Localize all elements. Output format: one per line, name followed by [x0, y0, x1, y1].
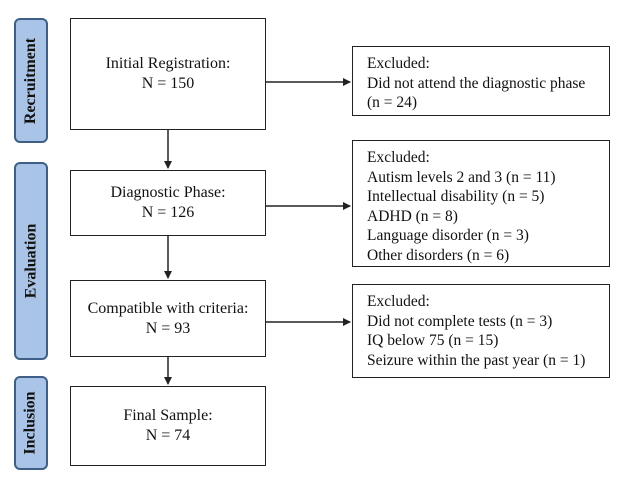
step-count: N = 93 — [145, 319, 191, 337]
exclusion-line: Did not complete tests (n = 3) — [367, 312, 553, 330]
step-label: Diagnostic Phase: — [110, 184, 226, 201]
exclusion-line: Autism levels 2 and 3 (n = 11) — [367, 168, 556, 186]
phase-label-recruitment-text: Recruitment — [22, 37, 39, 124]
exclusion-line: (n = 24) — [367, 94, 418, 111]
exclusion-line: Other disorders (n = 6) — [367, 246, 510, 264]
step-count: N = 150 — [141, 75, 195, 92]
phase-label-inclusion-text: Inclusion — [22, 391, 40, 455]
phase-label-evaluation-text: Evaluation — [22, 223, 39, 299]
phase-label-evaluation: Evaluation — [14, 162, 48, 360]
step-box-final-sample: Final Sample: N = 74 — [70, 386, 266, 466]
exclusion-box-criteria: Excluded: Did not complete tests (n = 3)… — [352, 284, 610, 378]
phase-label-inclusion: Inclusion — [14, 376, 48, 470]
exclusion-heading: Excluded: — [367, 55, 430, 72]
step-box-diagnostic-phase: Diagnostic Phase: N = 126 — [70, 170, 266, 236]
step-box-compatible-criteria: Compatible with criteria: N = 93 — [70, 280, 266, 357]
step-label: Initial Registration: — [105, 55, 231, 72]
exclusion-line: Did not attend the diagnostic phase — [367, 74, 586, 92]
exclusion-heading: Excluded: — [367, 149, 430, 166]
exclusion-box-diagnostic: Excluded: Autism levels 2 and 3 (n = 11)… — [352, 140, 610, 267]
exclusion-box-recruitment: Excluded: Did not attend the diagnostic … — [352, 46, 610, 116]
step-label: Compatible with criteria: — [87, 299, 249, 317]
exclusion-line: ADHD (n = 8) — [367, 207, 458, 225]
exclusion-heading: Excluded: — [367, 293, 430, 310]
exclusion-line: Language disorder (n = 3) — [367, 227, 529, 244]
step-label: Final Sample: — [123, 407, 213, 424]
step-count: N = 126 — [141, 204, 195, 221]
step-count: N = 74 — [145, 427, 191, 444]
phase-label-recruitment: Recruitment — [14, 18, 48, 143]
step-box-initial-registration: Initial Registration: N = 150 — [70, 18, 266, 130]
exclusion-line: IQ below 75 (n = 15) — [367, 332, 499, 349]
exclusion-line: Seizure within the past year (n = 1) — [367, 351, 586, 369]
exclusion-line: Intellectual disability (n = 5) — [367, 188, 545, 205]
